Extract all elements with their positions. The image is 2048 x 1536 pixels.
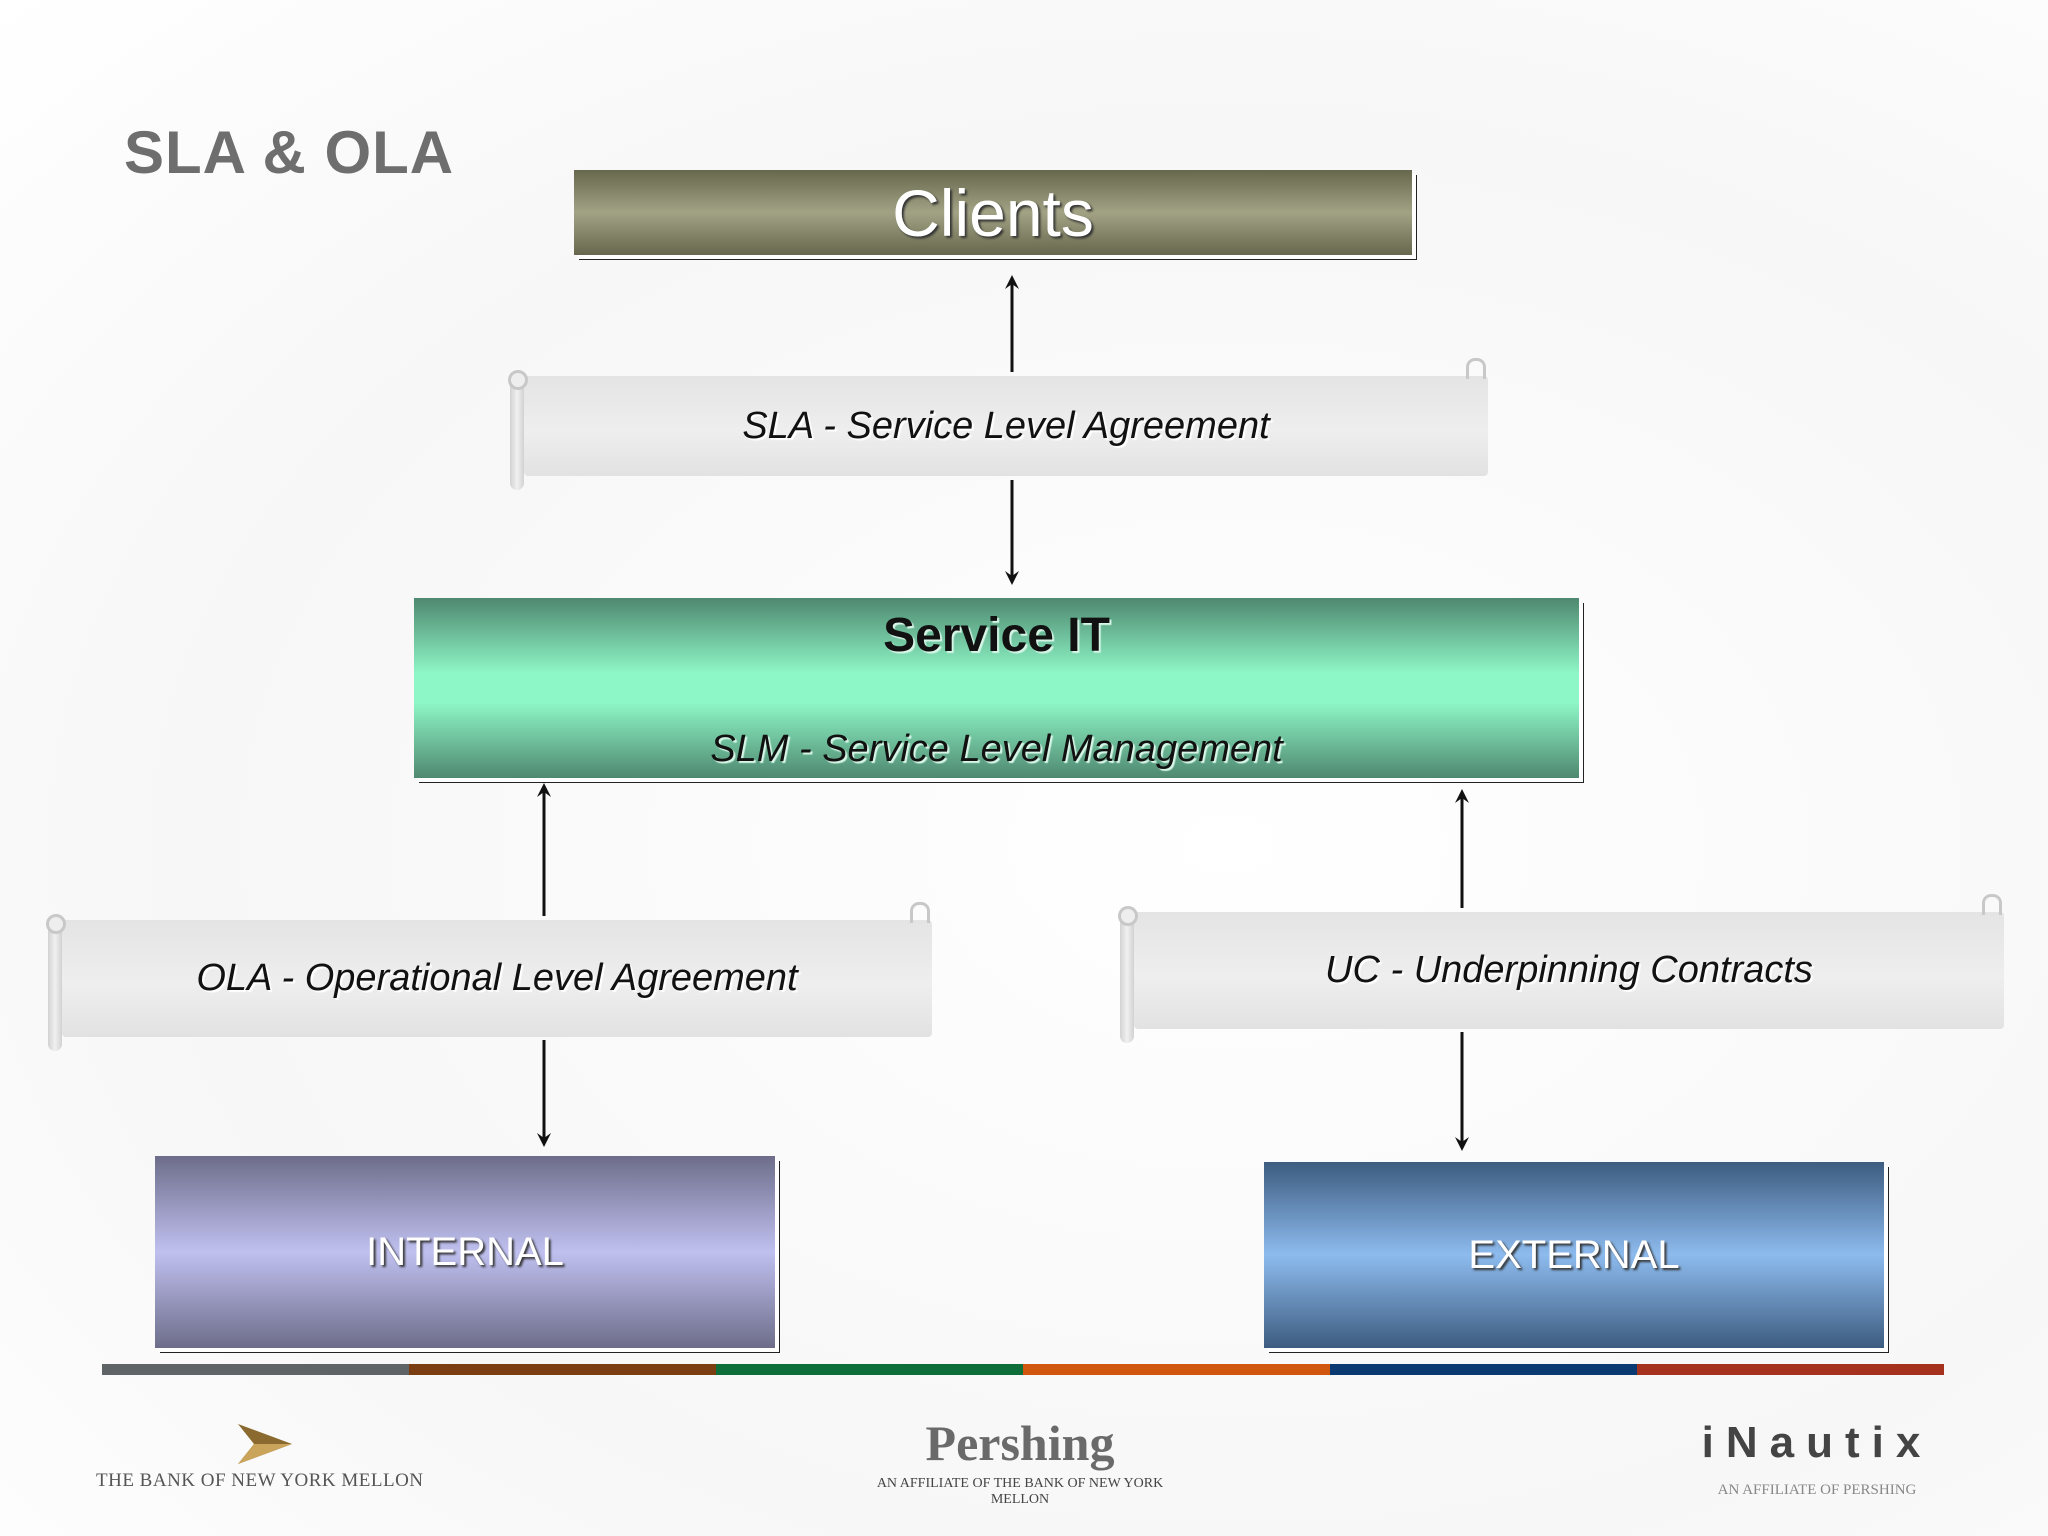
inautix-tagline: AN AFFILIATE OF PERSHING — [1717, 1482, 1917, 1498]
internal-box: INTERNAL — [155, 1156, 775, 1348]
footer-stripe-segment — [102, 1364, 409, 1375]
slide-title: SLA & OLA — [124, 119, 455, 186]
sla-scroll: SLA - Service Level Agreement — [508, 358, 1488, 490]
bny-arrow-icon — [238, 1424, 292, 1464]
pershing-tagline: AN AFFILIATE OF THE BANK OF NEW YORK MEL… — [876, 1476, 1164, 1507]
uc-scroll: UC - Underpinning Contracts — [1118, 894, 2004, 1043]
clients-box: Clients — [574, 170, 1412, 255]
footer-stripe-segment — [1330, 1364, 1637, 1375]
clients-label: Clients — [892, 175, 1094, 250]
ola-label: OLA - Operational Level Agreement — [196, 957, 798, 999]
service-it-subtitle: SLM - Service Level Management — [710, 728, 1283, 770]
bny-mellon-logo: THE BANK OF NEW YORK MELLON — [96, 1418, 436, 1498]
footer-stripe-segment — [1637, 1364, 1944, 1375]
external-box: EXTERNAL — [1264, 1162, 1884, 1348]
scroll-curl-right — [1466, 358, 1486, 379]
scroll-curl-right — [910, 902, 930, 923]
scroll-curl-left — [1118, 906, 1138, 926]
footer-stripe-segment — [1023, 1364, 1330, 1375]
service-it-box: Service IT SLM - Service Level Managemen… — [414, 598, 1579, 778]
sla-label: SLA - Service Level Agreement — [742, 404, 1270, 447]
inautix-wordmark: iNautix — [1701, 1418, 1933, 1467]
inautix-logo: iNautix AN AFFILIATE OF PERSHING — [1672, 1418, 1962, 1508]
scroll-curl-right — [1982, 894, 2002, 915]
service-it-title: Service IT — [883, 609, 1110, 662]
pershing-logo: Pershing AN AFFILIATE OF THE BANK OF NEW… — [850, 1414, 1190, 1507]
scroll-curl-left — [46, 914, 66, 934]
footer-stripe-segment — [716, 1364, 1023, 1375]
uc-label: UC - Underpinning Contracts — [1325, 949, 1813, 991]
bny-mellon-wordmark: THE BANK OF NEW YORK MELLON — [96, 1470, 424, 1491]
pershing-wordmark: Pershing — [925, 1415, 1115, 1471]
footer-stripe-segment — [409, 1364, 716, 1375]
external-label: EXTERNAL — [1468, 1232, 1680, 1277]
scroll-curl-left — [508, 370, 528, 390]
internal-label: INTERNAL — [366, 1229, 564, 1274]
ola-scroll: OLA - Operational Level Agreement — [46, 902, 932, 1051]
